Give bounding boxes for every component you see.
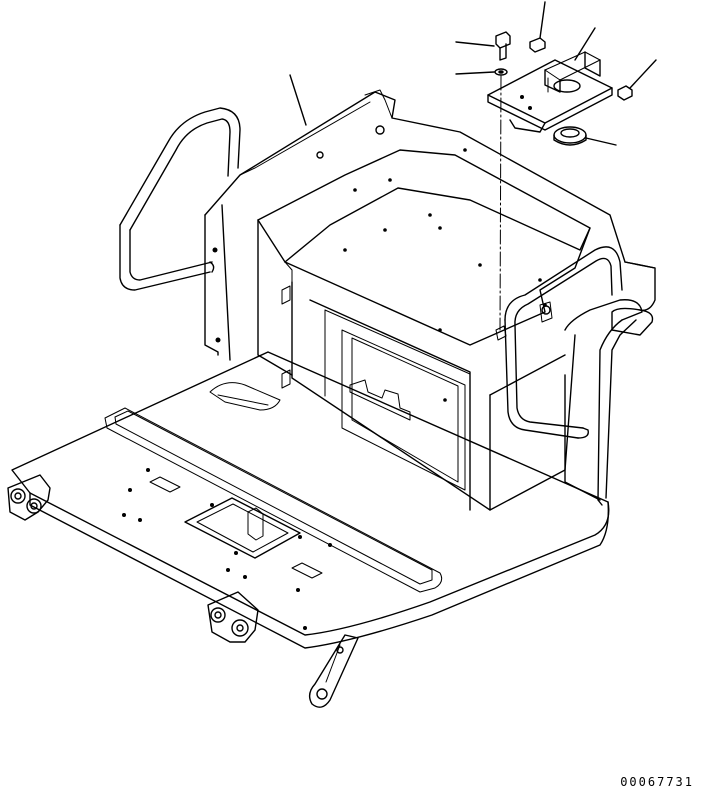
right-handrail	[504, 246, 623, 439]
grommet	[553, 126, 587, 146]
mounting-stud	[495, 325, 507, 341]
left-hinge	[7, 474, 51, 521]
floor-holes	[122, 468, 332, 630]
drawing-code: 00067731	[620, 775, 694, 789]
seat-stand	[204, 89, 656, 511]
leader-floor-frame	[289, 74, 307, 126]
leader-bracket	[574, 27, 596, 61]
leader-bolt	[455, 41, 495, 47]
bracket	[487, 51, 613, 133]
box-holes	[212, 148, 547, 402]
leader-nut-right	[629, 59, 657, 89]
nut-right	[617, 85, 633, 101]
right-hinge	[207, 591, 259, 643]
leader-grommet	[585, 137, 617, 146]
right-side-panel	[539, 261, 656, 506]
washer	[494, 68, 508, 76]
link-arm	[308, 634, 359, 708]
leader-washer	[455, 71, 495, 75]
assembly-centerline	[499, 75, 502, 331]
leader-lines	[289, 1, 657, 146]
left-handrail	[119, 107, 241, 291]
bolt	[495, 31, 511, 61]
leader-nut-top	[539, 1, 546, 39]
floor-plate	[11, 351, 610, 649]
nut-top	[529, 37, 546, 53]
